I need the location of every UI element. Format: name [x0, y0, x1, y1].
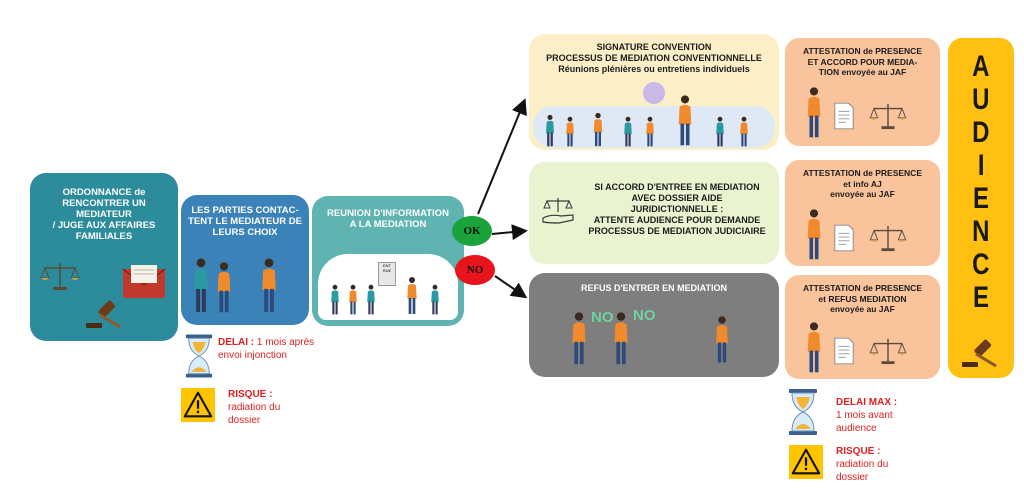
- audience-letter: E: [972, 281, 989, 314]
- warning-icon: [181, 388, 215, 422]
- reunion-title: REUNION D'INFORMATION A LA MEDIATION: [327, 208, 449, 230]
- no-sign-right: NO: [633, 307, 656, 324]
- audience-letter: U: [972, 83, 990, 116]
- ordonnance-title: ORDONNANCE de RENCONTRER UN MEDIATEUR / …: [52, 187, 156, 242]
- attestation-refus-title: ATTESTATION de PRESENCE et REFUS MEDIATI…: [802, 283, 922, 314]
- audience-letter: I: [977, 149, 985, 182]
- no-decision: NO: [455, 255, 495, 285]
- arrow-to-refus: [494, 275, 528, 299]
- risque-label: RISQUE :: [228, 389, 273, 400]
- signature-title: SIGNATURE CONVENTION PROCESSUS DE MEDIAT…: [546, 42, 762, 74]
- scale-icon: [869, 102, 907, 130]
- warning-icon: [789, 445, 823, 479]
- person-icon: [805, 208, 823, 262]
- person-icon: [805, 86, 823, 140]
- document-icon: [833, 224, 855, 252]
- gavel-icon: [86, 299, 126, 329]
- document-icon: [833, 337, 855, 365]
- attestation-refus-box: ATTESTATION de PRESENCE et REFUS MEDIATI…: [785, 275, 940, 379]
- no-sign-left: NO: [591, 309, 614, 326]
- accord-box: SI ACCORD D'ENTREE EN MEDIATION AVEC DOS…: [529, 162, 779, 264]
- arrow-to-accord: [491, 224, 528, 241]
- arrow-to-signature: [477, 98, 527, 215]
- meeting-scene: ENT RUE: [318, 254, 458, 320]
- audience-box: A U D I E N C E: [948, 38, 1014, 378]
- audience-letter: E: [972, 182, 989, 215]
- delai-text: 1 mois après envoi injonction: [218, 337, 315, 361]
- envelope-icon: [122, 265, 166, 298]
- person-icon: [611, 311, 631, 367]
- audience-letter: D: [972, 116, 990, 149]
- document-icon: [833, 102, 855, 130]
- person-icon: [805, 321, 823, 375]
- room-sign: ENT RUE: [378, 262, 396, 286]
- scale-icon: [869, 337, 907, 365]
- risque-max-label: RISQUE :: [836, 446, 881, 457]
- person-icon: [215, 261, 233, 315]
- hourglass-icon: [185, 334, 213, 378]
- delai-label: DELAI :: [218, 337, 255, 348]
- person-icon: [713, 116, 727, 148]
- audience-letter: N: [972, 215, 990, 248]
- person-icon: [591, 112, 605, 148]
- delai-max-label: DELAI MAX :: [836, 397, 898, 408]
- scale-icon: [40, 261, 80, 291]
- person-icon: [737, 116, 751, 148]
- person-icon: [191, 257, 211, 315]
- risque-max-text: radiation du dossier: [836, 459, 889, 483]
- person-icon: [713, 315, 731, 365]
- person-icon: [563, 116, 577, 148]
- ok-decision: OK: [452, 216, 492, 246]
- scale-icon: [869, 224, 907, 252]
- person-icon: [328, 284, 342, 316]
- person-icon: [543, 114, 557, 148]
- attestation-accord-title: ATTESTATION de PRESENCE ET ACCORD POUR M…: [802, 46, 922, 77]
- accord-title: SI ACCORD D'ENTREE EN MEDIATION AVEC DOS…: [588, 182, 766, 236]
- audience-letter: C: [972, 248, 990, 281]
- attestation-accord-box: ATTESTATION de PRESENCE ET ACCORD POUR M…: [785, 38, 940, 146]
- gavel-icon: [962, 338, 1002, 368]
- reunion-box: REUNION D'INFORMATION A LA MEDIATION ENT…: [312, 196, 464, 326]
- person-icon: [569, 311, 589, 367]
- signature-box: SIGNATURE CONVENTION PROCESSUS DE MEDIAT…: [529, 34, 779, 150]
- audience-letter: A: [972, 50, 990, 83]
- risque-text: radiation du dossier: [228, 402, 281, 426]
- delai-note: DELAI : 1 mois après envoi injonction: [218, 336, 318, 362]
- hourglass-icon: [788, 389, 818, 435]
- risque-max-note: RISQUE : radiation du dossier: [836, 445, 916, 484]
- person-icon: [675, 94, 695, 148]
- person-icon: [621, 116, 635, 148]
- refus-box: REFUS D'ENTRER EN MEDIATION NO NO: [529, 273, 779, 377]
- hand-scale-icon: [542, 198, 574, 224]
- person-icon: [428, 284, 442, 316]
- person-icon: [259, 257, 279, 315]
- attestation-aj-box: ATTESTATION de PRESENCE et info AJ envoy…: [785, 160, 940, 266]
- person-icon: [346, 284, 360, 316]
- risque-note: RISQUE : radiation du dossier: [228, 388, 308, 427]
- person-icon: [364, 284, 378, 316]
- person-icon: [643, 116, 657, 148]
- workshop-scene: [533, 82, 775, 148]
- delai-max-note: DELAI MAX : 1 mois avant audience: [836, 396, 926, 435]
- attestation-aj-title: ATTESTATION de PRESENCE et info AJ envoy…: [802, 168, 922, 199]
- delai-max-text: 1 mois avant audience: [836, 410, 893, 434]
- parties-title: LES PARTIES CONTAC- TENT LE MEDIATEUR DE…: [188, 205, 302, 238]
- person-icon: [404, 276, 420, 316]
- parties-box: LES PARTIES CONTAC- TENT LE MEDIATEUR DE…: [181, 195, 309, 325]
- audience-word: A U D I E N C E: [948, 50, 1014, 314]
- ordonnance-box: ORDONNANCE de RENCONTRER UN MEDIATEUR / …: [30, 173, 178, 341]
- refus-title: REFUS D'ENTRER EN MEDIATION: [581, 283, 727, 293]
